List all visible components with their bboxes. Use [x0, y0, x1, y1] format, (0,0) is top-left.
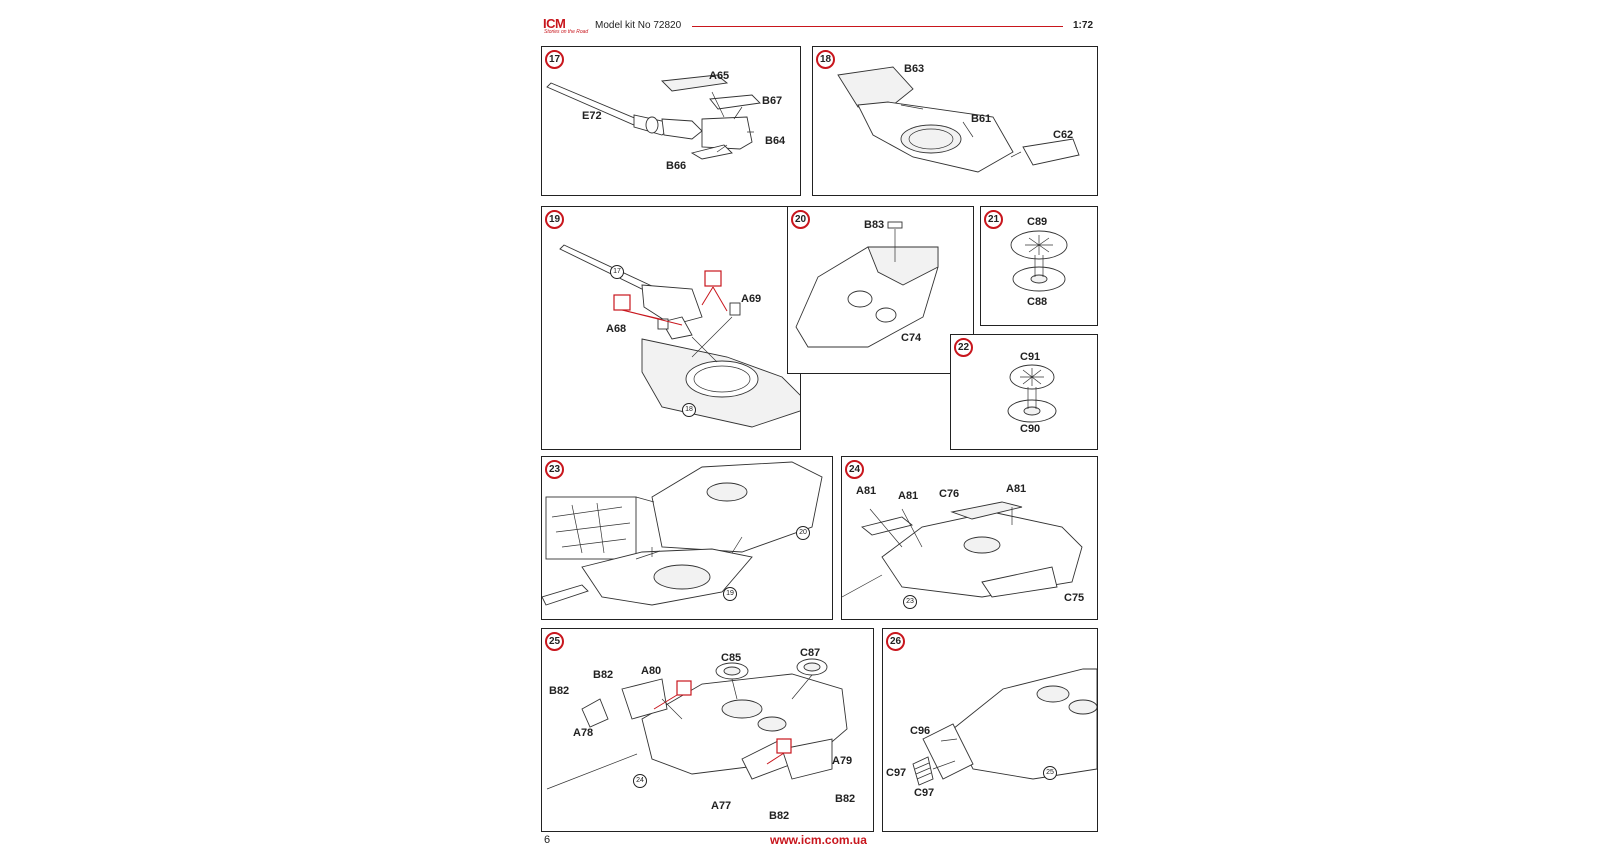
step-17-drawing: [546, 74, 761, 160]
header-rule: [692, 26, 1063, 27]
part-label-b82-bottom: B82: [769, 810, 790, 822]
step-26-drawing: [912, 668, 1097, 786]
step-20-drawing: [795, 221, 939, 348]
part-label-c89: C89: [1027, 216, 1048, 228]
step-17-number: 17: [545, 50, 564, 69]
step-25-number: 25: [545, 632, 564, 651]
step-18-panel: 18 B63 B61 C62: [812, 46, 1098, 196]
brand-slogan: Stories on the Road: [544, 29, 589, 35]
page-number: 6: [544, 834, 551, 846]
step-25-drawing: [546, 658, 848, 790]
kit-scale: 1:72: [1072, 20, 1093, 31]
part-label-b61: B61: [971, 113, 992, 125]
part-label-a80: A80: [641, 665, 662, 677]
page-header: ICM Stories on the Road Model kit No 728…: [541, 16, 1097, 38]
step-19-drawing: [559, 244, 800, 428]
part-label-c88: C88: [1027, 296, 1048, 308]
step-20-panel: 20 B83 C74: [787, 206, 974, 374]
part-label-a81-right: A81: [1006, 483, 1027, 495]
step-23-drawing: [542, 461, 823, 606]
part-label-b82-left: B82: [549, 685, 570, 697]
step-19-panel: 19 17 18 A69 A68: [541, 206, 801, 450]
part-label-a69: A69: [741, 293, 762, 305]
ref-step-18: 18: [682, 403, 696, 417]
step-23-panel: 23 20 19: [541, 456, 833, 620]
step-24-panel: 24 A81 A81 C76 A81 C75 23: [841, 456, 1098, 620]
part-label-b67: B67: [762, 95, 783, 107]
part-label-a79: A79: [832, 755, 853, 767]
part-label-c96: C96: [910, 725, 931, 737]
instruction-page: ICM Stories on the Road Model kit No 728…: [541, 0, 1098, 851]
ref-step-20: 20: [796, 526, 810, 540]
part-label-b83: B83: [864, 219, 885, 231]
part-label-b63: B63: [904, 63, 925, 75]
part-label-e72: E72: [582, 110, 602, 122]
step-22-number: 22: [954, 338, 973, 357]
step-19-number: 19: [545, 210, 564, 229]
step-21-drawing: [1010, 230, 1068, 292]
brand-logo: ICM Stories on the Road: [541, 16, 589, 38]
step-22-drawing: [1007, 364, 1057, 423]
website-link[interactable]: www.icm.com.ua: [770, 833, 867, 847]
part-label-c97-bottom: C97: [914, 787, 935, 799]
ref-step-25: 25: [1043, 766, 1057, 780]
ref-step-23: 23: [903, 595, 917, 609]
step-18-number: 18: [816, 50, 835, 69]
part-label-c97-left: C97: [886, 767, 907, 779]
part-label-c76: C76: [939, 488, 960, 500]
part-label-b82-top: B82: [593, 669, 614, 681]
part-label-a81-left: A81: [856, 485, 877, 497]
part-label-a77: A77: [711, 800, 732, 812]
step-26-panel: 26 C96 C97 C97 25: [882, 628, 1098, 832]
step-25-panel: 25 C85 C87 B82 A80 B82 A78 A79 A77 B82 B…: [541, 628, 874, 832]
part-label-c91: C91: [1020, 351, 1041, 363]
step-21-panel: 21 C89 C88: [980, 206, 1098, 326]
part-label-c85: C85: [721, 652, 742, 664]
step-24-number: 24: [845, 460, 864, 479]
part-label-c62: C62: [1053, 129, 1074, 141]
step-26-number: 26: [886, 632, 905, 651]
part-label-b82-right: B82: [835, 793, 856, 805]
part-label-c74: C74: [901, 332, 922, 344]
part-label-c87: C87: [800, 647, 821, 659]
step-18-drawing: [837, 66, 1080, 173]
step-21-number: 21: [984, 210, 1003, 229]
step-22-panel: 22 C91 C90: [950, 334, 1098, 450]
step-20-number: 20: [791, 210, 810, 229]
part-label-c75: C75: [1064, 592, 1085, 604]
part-label-a65: A65: [709, 70, 730, 82]
part-label-a78: A78: [573, 727, 594, 739]
ref-step-17: 17: [610, 265, 624, 279]
part-label-a81-middle: A81: [898, 490, 919, 502]
step-23-number: 23: [545, 460, 564, 479]
part-label-c90: C90: [1020, 423, 1041, 435]
brand-name: ICM: [543, 16, 566, 31]
ref-step-24: 24: [633, 774, 647, 788]
step-17-panel: 17 E72 A65 B67 B64 B66: [541, 46, 801, 196]
part-label-b66: B66: [666, 160, 687, 172]
step-24-drawing: [842, 501, 1083, 598]
kit-title: Model kit No 72820: [595, 20, 682, 31]
part-label-b64: B64: [765, 135, 786, 147]
ref-step-19: 19: [723, 587, 737, 601]
part-label-a68: A68: [606, 323, 627, 335]
